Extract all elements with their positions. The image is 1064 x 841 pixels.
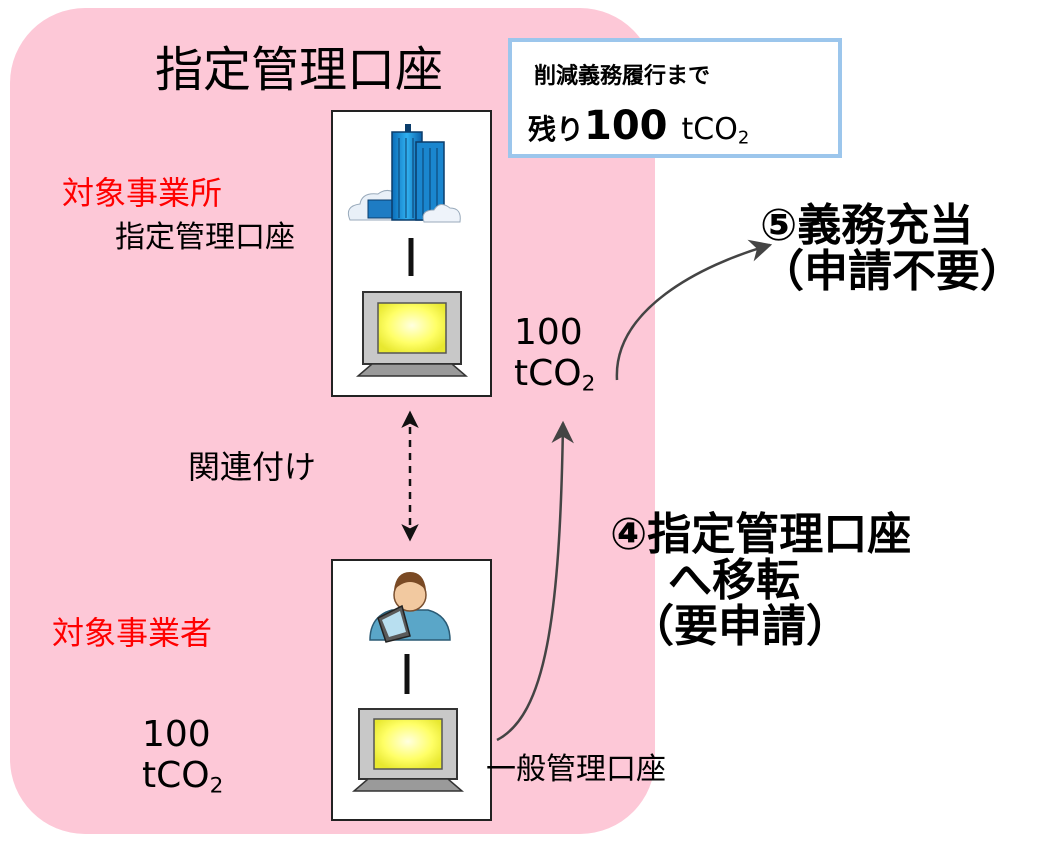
person-with-tablet-icon [369,572,451,643]
step4-subtitle: へ移転 [668,555,800,607]
designated-quantity-unit: tCO2 [514,353,596,397]
step4-note: （要申請） [630,601,850,653]
facility-label: 対象事業所 [62,174,223,212]
building-icon [347,124,461,223]
callout-prefix: 残り [528,113,585,146]
allocation-arrow [615,239,773,381]
callout-amount: 100 [584,103,668,149]
general-account-label: 一般管理口座 [486,752,666,787]
remaining-obligation-callout: 削減義務履行まで 残り100 tCO2 [508,38,842,158]
operator-label: 対象事業者 [52,614,213,652]
step5-label: ⑤義務充当 （申請不要） [760,200,1024,298]
panel-title: 指定管理口座 [155,42,444,98]
computer-monitor-icon [355,291,469,377]
step4-label: ④指定管理口座 へ移転 （要申請） [610,509,912,653]
general-quantity-unit: tCO2 [142,755,224,799]
callout-remaining: 残り100 tCO2 [528,103,750,149]
general-quantity-value: 100 [142,714,211,755]
general-quantity: 100 tCO2 [142,714,223,797]
step5-title: ⑤義務充当 [760,200,974,251]
transfer-arrow [496,420,574,742]
facility-account-label: 指定管理口座 [115,220,295,255]
step5-note: （申請不要） [760,246,1024,298]
association-label: 関連付け [188,448,317,486]
step4-title: ④指定管理口座 [610,509,912,560]
computer-monitor-icon [351,708,465,792]
designated-quantity-value: 100 [514,312,583,353]
callout-unit: tCO2 [681,112,750,149]
designated-quantity: 100 tCO2 [514,312,595,395]
callout-heading: 削減義務履行まで [534,64,711,89]
